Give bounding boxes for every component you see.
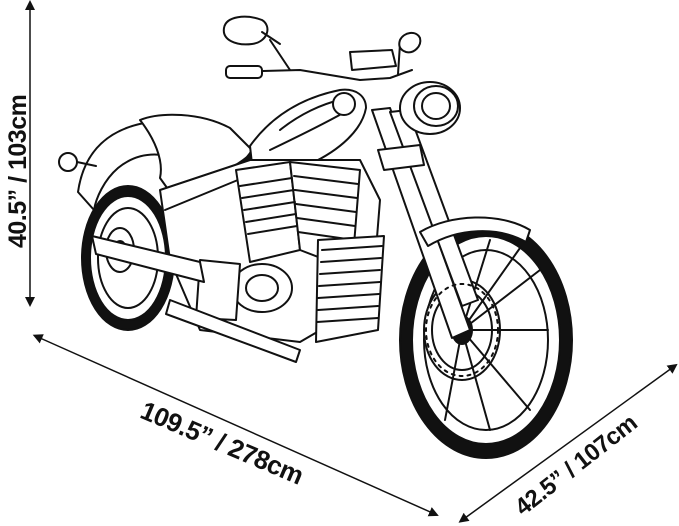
width-arrow xyxy=(458,363,678,523)
front-fork xyxy=(371,107,479,339)
brake-disc xyxy=(425,283,499,377)
height-dimension-label: 40.5” / 103cm xyxy=(4,94,32,248)
front-fender xyxy=(419,216,531,247)
exhaust xyxy=(91,235,205,283)
length-arrow xyxy=(32,334,439,517)
radiator xyxy=(315,235,385,343)
handlebars xyxy=(225,39,413,81)
headlight xyxy=(332,81,461,135)
motorcycle xyxy=(58,15,573,459)
engine xyxy=(195,161,361,321)
mirrors xyxy=(222,15,422,54)
